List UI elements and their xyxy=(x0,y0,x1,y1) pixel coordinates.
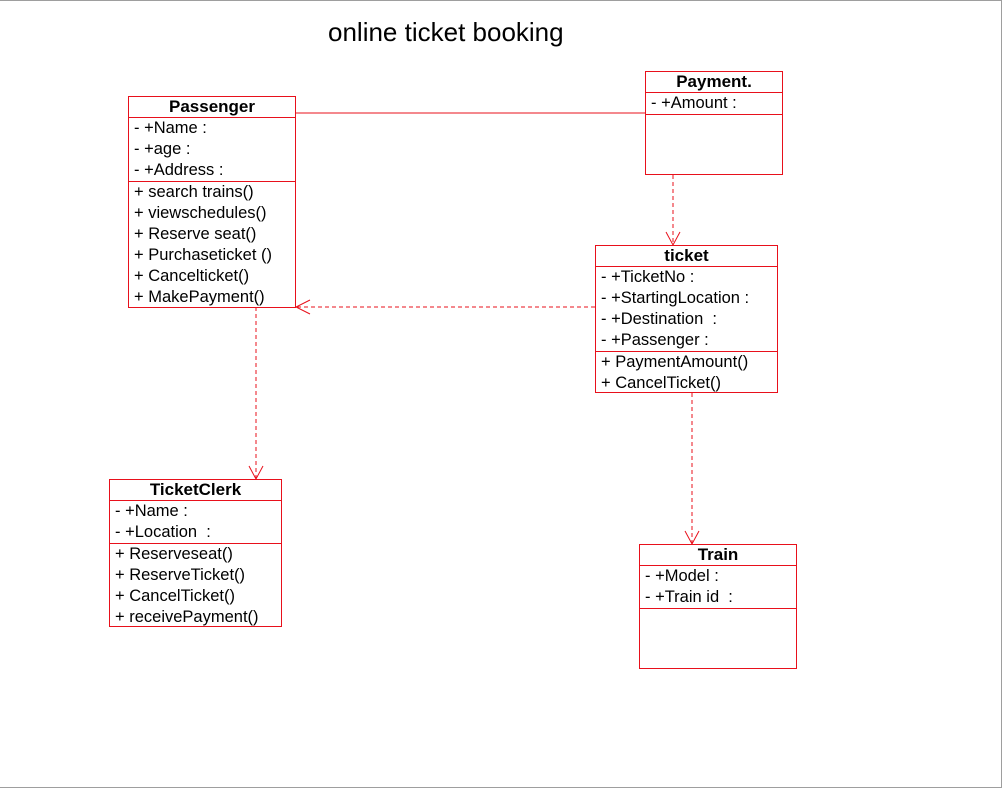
class-payment[interactable]: Payment. - +Amount : xyxy=(645,71,783,175)
class-ticketclerk[interactable]: TicketClerk - +Name : - +Location : + Re… xyxy=(109,479,282,627)
dependency-passenger-ticketclerk[interactable] xyxy=(248,307,264,481)
attribute: - +Passenger : xyxy=(601,331,709,349)
methods-ticketclerk: + Reserveseat() + ReserveTicket() + Canc… xyxy=(110,544,281,628)
method: + Reserveseat() xyxy=(115,545,233,563)
attributes-ticketclerk: - +Name : - +Location : xyxy=(110,501,281,544)
method: + MakePayment() xyxy=(134,288,265,306)
class-name-ticketclerk: TicketClerk xyxy=(110,480,281,501)
attributes-payment: - +Amount : xyxy=(646,93,782,115)
attribute: - +Address : xyxy=(134,161,224,179)
attribute: - +Destination : xyxy=(601,310,718,328)
attribute: - +StartingLocation : xyxy=(601,289,750,307)
canvas-top-border xyxy=(0,0,1002,1)
dependency-ticket-passenger[interactable] xyxy=(294,299,595,315)
method: + ReserveTicket() xyxy=(115,566,246,584)
class-name-passenger: Passenger xyxy=(129,97,295,118)
dependency-ticket-train[interactable] xyxy=(684,393,700,546)
methods-passenger: + search trains() + viewschedules() + Re… xyxy=(129,182,295,308)
attribute: - +age : xyxy=(134,140,191,158)
class-name-ticket: ticket xyxy=(596,246,777,267)
methods-ticket: + PaymentAmount() + CancelTicket() xyxy=(596,352,777,394)
attributes-train: - +Model : - +Train id : xyxy=(640,566,796,609)
method: + viewschedules() xyxy=(134,204,267,222)
method: + PaymentAmount() xyxy=(601,353,749,371)
methods-train xyxy=(640,609,796,668)
attribute: - +Location : xyxy=(115,523,211,541)
attribute: - +Amount : xyxy=(651,94,737,112)
class-passenger[interactable]: Passenger - +Name : - +age : - +Address … xyxy=(128,96,296,308)
attribute: - +Model : xyxy=(645,567,719,585)
attribute: - +Name : xyxy=(115,502,188,520)
attributes-ticket: - +TicketNo : - +StartingLocation : - +D… xyxy=(596,267,777,352)
method: + Reserve seat() xyxy=(134,225,257,243)
attributes-passenger: - +Name : - +age : - +Address : xyxy=(129,118,295,182)
method: + CancelTicket() xyxy=(115,587,235,605)
dependency-payment-ticket[interactable] xyxy=(665,175,681,247)
attribute: - +TicketNo : xyxy=(601,268,695,286)
attribute: - +Name : xyxy=(134,119,207,137)
method: + receivePayment() xyxy=(115,608,259,626)
method: + Purchaseticket () xyxy=(134,246,273,264)
class-ticket[interactable]: ticket - +TicketNo : - +StartingLocation… xyxy=(595,245,778,393)
diagram-title: online ticket booking xyxy=(328,17,564,47)
method: + Cancelticket() xyxy=(134,267,250,285)
method: + CancelTicket() xyxy=(601,374,721,392)
class-name-train: Train xyxy=(640,545,796,566)
class-name-payment: Payment. xyxy=(646,72,782,93)
class-train[interactable]: Train - +Model : - +Train id : xyxy=(639,544,797,669)
method: + search trains() xyxy=(134,183,254,201)
attribute: - +Train id : xyxy=(645,588,733,606)
methods-payment xyxy=(646,115,782,174)
